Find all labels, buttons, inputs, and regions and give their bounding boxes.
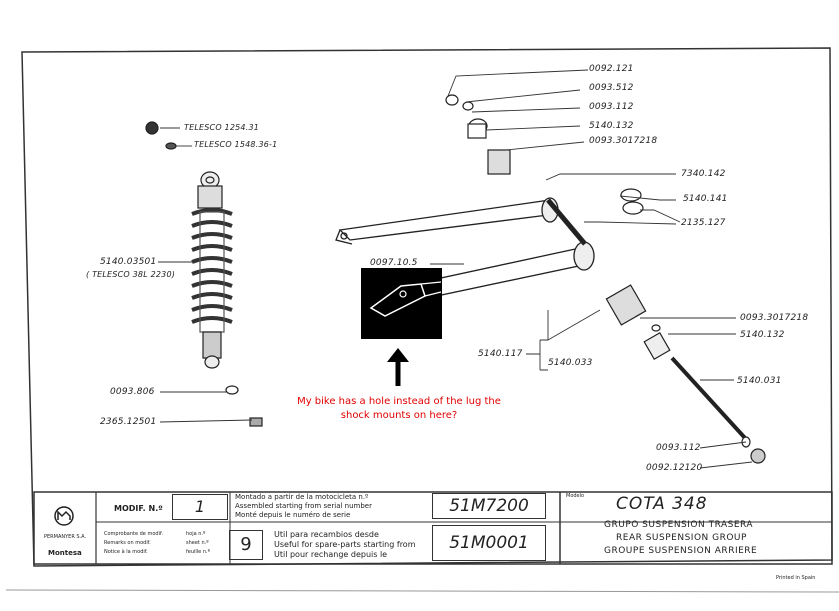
- part-label: 0093.512: [589, 83, 634, 93]
- part-label: TELESCO 1254.31: [184, 123, 260, 132]
- lower-spindle-parts: [605, 284, 766, 464]
- montado-en: Assembled starting from serial number: [235, 502, 372, 510]
- leader-lines: [158, 69, 753, 469]
- part-label: 0093.3017218: [589, 136, 658, 146]
- part-label: 5140.141: [683, 194, 728, 204]
- part-label: 2365.12501: [100, 417, 157, 427]
- montesa-logo-icon: [54, 506, 74, 526]
- part-label: TELESCO 1548.36-1: [194, 140, 278, 149]
- part-label: 5140.03501: [100, 257, 157, 267]
- serial-spare: 51M0001: [449, 533, 529, 553]
- comp-es: Comprobante de modif.: [104, 531, 163, 537]
- group-en: REAR SUSPENSION GROUP: [616, 533, 747, 543]
- hoja-fr: feuille n.º: [186, 549, 210, 555]
- comp-fr: Notice à la modif.: [104, 549, 148, 555]
- montado-fr: Monté depuis le numéro de serie: [235, 511, 351, 519]
- part-label: 0092.121: [589, 64, 634, 74]
- serial-start-box: 51M7200: [432, 493, 546, 519]
- part-label: 0093.806: [110, 387, 155, 397]
- part-label: ( TELESCO 38L 2230): [86, 270, 176, 279]
- printed-note: Printed in Spain: [776, 575, 816, 581]
- util-fr: Util pour rechange depuis le: [274, 550, 388, 559]
- group-es: GRUPO SUSPENSION TRASERA: [604, 520, 754, 530]
- serial-spare-box: 51M0001: [432, 525, 546, 561]
- lug-detail: [369, 281, 442, 317]
- part-label: 2135.127: [681, 218, 726, 228]
- sheet-value-box: 9: [229, 530, 263, 560]
- sheet-value: 9: [240, 534, 252, 555]
- part-label: 5140.132: [740, 330, 785, 340]
- annotation-line-2: shock mounts on here?: [340, 410, 458, 421]
- part-label: 7340.142: [681, 169, 726, 179]
- part-label: 5140.031: [737, 376, 782, 386]
- util-en: Useful for spare-parts starting from: [274, 540, 416, 549]
- util-es: Util para recambios desde: [274, 530, 379, 539]
- modif-label: MODIF. N.º: [114, 504, 163, 513]
- annotation-note: My bike has a hole instead of the lug th…: [286, 395, 512, 423]
- shock-absorber: [145, 121, 263, 427]
- montado-es: Montado a partir de la motocicleta n.º: [235, 493, 369, 501]
- annotation-line-1: My bike has a hole instead of the lug th…: [297, 396, 501, 407]
- hoja-es: hoja n.º: [186, 531, 206, 537]
- part-label: 0093.3017218: [740, 313, 809, 323]
- company-small: PERMANYER S.A.: [44, 534, 87, 540]
- comp-en: Remarks on modif.: [104, 540, 151, 546]
- part-label: 0092.12120: [646, 463, 703, 473]
- modif-value-box: 1: [172, 494, 228, 520]
- hoja-en: sheet n.º: [186, 540, 209, 546]
- part-label: 0097.10.5: [370, 258, 418, 268]
- part-label: 0093.112: [589, 102, 634, 112]
- brand-name: Montesa: [48, 549, 82, 557]
- modif-value: 1: [194, 497, 206, 516]
- arrow-up-icon: [387, 348, 409, 386]
- title-block-frame: [33, 491, 833, 565]
- top-pivot-parts: [445, 94, 644, 215]
- model-label: Modelo: [566, 493, 585, 499]
- part-label: 0093.112: [656, 443, 701, 453]
- model-name: COTA 348: [616, 494, 708, 514]
- highlight-black-box: [361, 268, 442, 339]
- part-label: 5140.033: [548, 358, 593, 368]
- part-label: 5140.132: [589, 121, 634, 131]
- part-label: 5140.117: [478, 349, 523, 359]
- serial-start: 51M7200: [449, 496, 529, 516]
- group-fr: GROUPE SUSPENSION ARRIERE: [604, 546, 758, 556]
